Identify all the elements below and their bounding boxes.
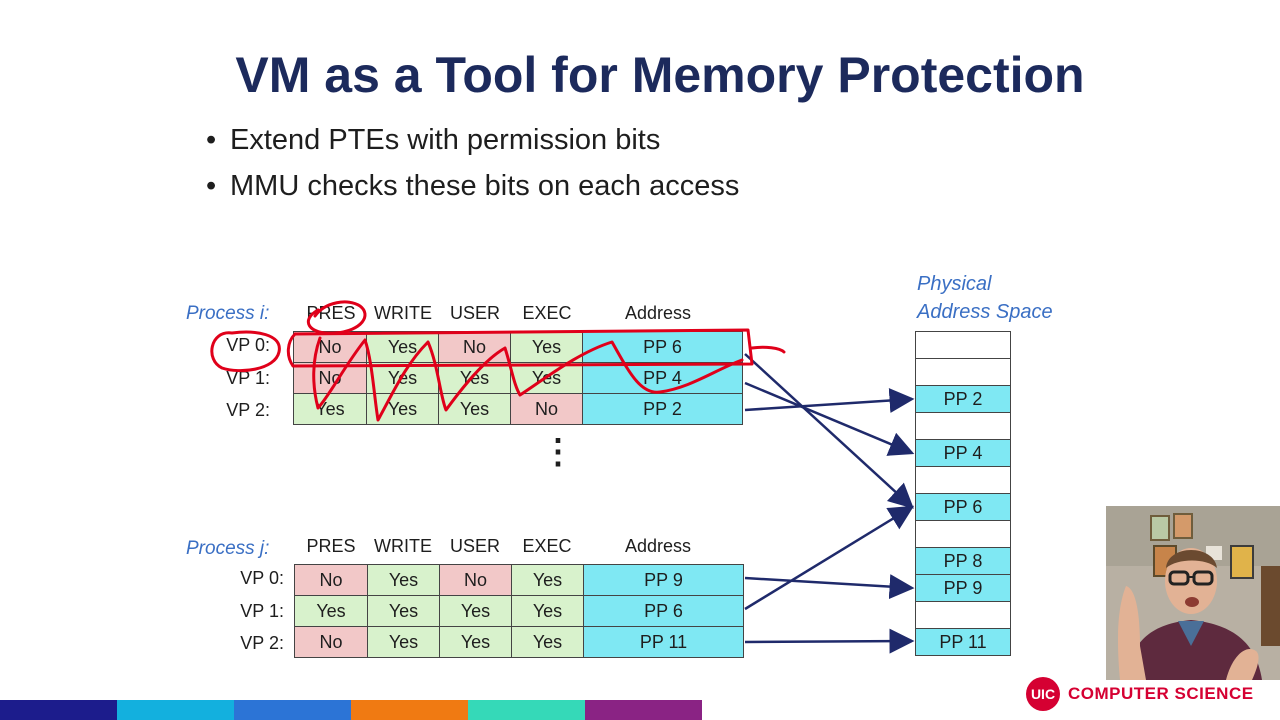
pres-cell: No <box>293 362 367 394</box>
table-row: Yes Yes Yes Yes PP 6 <box>294 595 744 627</box>
col-header-address: Address <box>624 303 692 323</box>
pres-cell: Yes <box>294 595 368 627</box>
mapping-arrow <box>744 381 915 456</box>
vp-label: VP 1: <box>240 601 284 621</box>
col-header-exec: EXEC <box>522 536 572 556</box>
address-cell: PP 6 <box>583 595 744 627</box>
memory-slot <box>915 601 1011 629</box>
bullet-dot: • <box>206 124 217 156</box>
vp-label: VP 1: <box>226 368 270 388</box>
physical-label-line2: Address Space <box>917 301 1053 323</box>
address-cell: PP 6 <box>582 331 743 363</box>
col-header-address: Address <box>624 536 692 556</box>
bullet-1: • Extend PTEs with permission bits <box>206 124 660 157</box>
uic-logo-mark: UIC <box>1026 677 1060 711</box>
presenter-image <box>1106 506 1280 680</box>
vp-label: VP 0: <box>240 568 284 588</box>
color-strip-segment <box>234 700 351 720</box>
memory-slot <box>915 520 1011 548</box>
col-header-user: USER <box>449 536 500 556</box>
address-cell: PP 9 <box>583 564 744 596</box>
col-header-user: USER <box>449 303 500 323</box>
exec-cell: Yes <box>511 564 584 596</box>
vp-label: VP 2: <box>240 633 284 653</box>
pres-cell: No <box>293 331 367 363</box>
address-cell: PP 2 <box>582 393 743 425</box>
user-cell: Yes <box>438 393 511 425</box>
col-header-write: WRITE <box>374 303 432 323</box>
table-row: No Yes Yes Yes PP 11 <box>294 626 744 658</box>
user-cell: No <box>438 331 511 363</box>
exec-cell: Yes <box>510 331 583 363</box>
col-header-pres: PRES <box>306 303 356 323</box>
page-table-process-j: No Yes No Yes PP 9 Yes Yes Yes Yes PP 6 … <box>294 564 744 658</box>
user-cell: Yes <box>439 595 512 627</box>
mapping-arrow <box>744 574 915 600</box>
memory-slot-pp11: PP 11 <box>915 628 1011 656</box>
memory-slot <box>915 331 1011 359</box>
table-row: Yes Yes Yes No PP 2 <box>293 393 743 425</box>
ellipsis: ⋮ <box>541 433 575 471</box>
process-i-label: Process i: <box>186 303 270 324</box>
mapping-arrow <box>744 628 915 654</box>
table-row: No Yes No Yes PP 6 <box>293 331 743 363</box>
col-header-pres: PRES <box>306 536 356 556</box>
vp-label: VP 0: <box>226 335 270 355</box>
color-strip-segment <box>585 700 702 720</box>
logo-text: COMPUTER SCIENCE <box>1068 684 1254 703</box>
user-cell: Yes <box>438 362 511 394</box>
memory-slot <box>915 358 1011 386</box>
bullet-text: Extend PTEs with permission bits <box>230 124 661 156</box>
write-cell: Yes <box>366 393 439 425</box>
col-header-exec: EXEC <box>522 303 572 323</box>
slide-title: VM as a Tool for Memory Protection <box>235 47 1085 103</box>
pres-cell: No <box>294 564 368 596</box>
bullet-text: MMU checks these bits on each access <box>230 170 740 202</box>
memory-slot-pp2: PP 2 <box>915 385 1011 413</box>
memory-slot-pp8: PP 8 <box>915 547 1011 575</box>
pen-scribble <box>312 336 744 422</box>
col-header-write: WRITE <box>374 536 432 556</box>
color-strip-segment <box>468 700 585 720</box>
page-table-process-i: No Yes No Yes PP 6 No Yes Yes Yes PP 4 Y… <box>293 331 743 425</box>
bullet-2: • MMU checks these bits on each access <box>206 170 739 203</box>
mapping-arrow <box>744 388 915 413</box>
color-strip-segment <box>0 700 117 720</box>
write-cell: Yes <box>367 626 440 658</box>
color-strip-segment <box>117 700 234 720</box>
mapping-arrow <box>744 505 915 611</box>
memory-slot-pp6: PP 6 <box>915 493 1011 521</box>
uic-computer-science-logo: UIC COMPUTER SCIENCE <box>1026 676 1280 712</box>
table-row: No Yes Yes Yes PP 4 <box>293 362 743 394</box>
presenter-webcam <box>1106 506 1280 680</box>
color-strip-segment <box>351 700 468 720</box>
address-cell: PP 11 <box>583 626 744 658</box>
pres-cell: No <box>294 626 368 658</box>
write-cell: Yes <box>367 595 440 627</box>
pen-circle-pres <box>306 300 367 335</box>
physical-label-line1: Physical <box>917 273 992 295</box>
write-cell: Yes <box>366 362 439 394</box>
pen-tail <box>750 345 786 354</box>
mapping-arrow <box>744 353 914 509</box>
pen-box-row0 <box>286 328 754 368</box>
physical-address-space-label: Physical Address Space <box>917 270 1053 326</box>
user-cell: Yes <box>439 626 512 658</box>
pen-circle-vp0 <box>210 330 281 373</box>
vp-label: VP 2: <box>226 400 270 420</box>
memory-slot <box>915 412 1011 440</box>
table-row: No Yes No Yes PP 9 <box>294 564 744 596</box>
exec-cell: No <box>510 393 583 425</box>
exec-cell: Yes <box>511 626 584 658</box>
bullet-dot: • <box>206 170 217 202</box>
process-j-label: Process j: <box>186 538 270 559</box>
